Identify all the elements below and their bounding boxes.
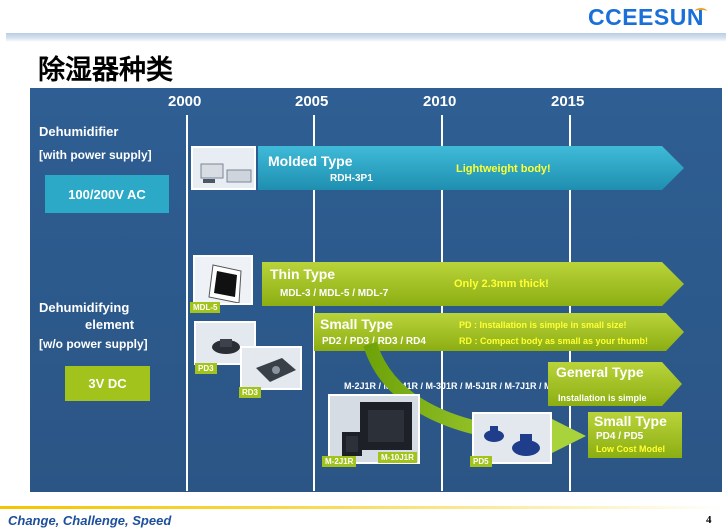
- pd5-element-icon: [474, 414, 550, 462]
- pd5-image: [472, 412, 552, 464]
- general-type-arrow: General Type Installation is simple: [548, 362, 682, 406]
- thin-arrow-shape: [262, 262, 684, 306]
- category-dehumidifier-sub: [with power supply]: [39, 148, 152, 162]
- dehumidifier-unit-icon: [193, 148, 254, 188]
- pd3-tag: PD3: [195, 363, 217, 374]
- header-rule: [6, 33, 726, 42]
- molded-arrow-shape: [258, 146, 684, 190]
- thin-type-models: MDL-3 / MDL-5 / MDL-7: [280, 288, 389, 299]
- year-2005: 2005: [295, 93, 329, 110]
- year-2000: 2000: [168, 93, 202, 110]
- year-2015: 2015: [551, 93, 585, 110]
- small-type-2-feature: Low Cost Model: [596, 444, 665, 454]
- m-2j1r-tag: M-2J1R: [322, 456, 357, 467]
- general-type-title: General Type: [556, 364, 644, 380]
- page-title: 除湿器种类: [38, 55, 173, 86]
- category-dehumidifier: Dehumidifier: [39, 124, 119, 139]
- rd3-tag: RD3: [239, 387, 262, 398]
- molded-type-models: RDH-3P1: [330, 173, 373, 184]
- power-ac-box: 100/200V AC: [45, 175, 169, 213]
- footer-rule: [0, 506, 726, 509]
- power-dc-box: 3V DC: [65, 366, 150, 401]
- small2-arrow-shape: [588, 412, 682, 458]
- mdl-5-image: [193, 255, 253, 305]
- small-type-feature-rd: RD : Compact body as small as your thumb…: [459, 336, 649, 346]
- rd3-image: [240, 346, 302, 390]
- thin-element-icon: [195, 257, 251, 303]
- year-2010: 2010: [423, 93, 457, 110]
- small-type-arrow: Small Type PD2 / PD3 / RD3 / RD4 PD : In…: [314, 313, 684, 351]
- small-type-2-title: Small Type: [594, 413, 667, 429]
- molded-type-arrow: Molded Type RDH-3P1 Lightweight body!: [258, 146, 684, 190]
- molded-type-title: Molded Type: [268, 153, 353, 169]
- general-arrow-shape: [548, 362, 682, 406]
- thin-type-feature: Only 2.3mm thick!: [454, 278, 549, 290]
- thin-type-title: Thin Type: [270, 266, 336, 282]
- category-element-sub: [w/o power supply]: [39, 337, 148, 351]
- year-line-2000: [186, 115, 188, 491]
- molded-type-feature: Lightweight body!: [456, 163, 551, 175]
- pd5-tag: PD5: [470, 456, 492, 467]
- logo-arc-icon: [695, 8, 707, 14]
- footer-slogan: Change, Challenge, Speed: [8, 513, 172, 528]
- logo-text: CCEESUN: [588, 4, 704, 30]
- general-type-models: M-2J1R / M-3M1R / M-3J1R / M-5J1R / M-7J…: [344, 381, 582, 391]
- m-series-image: [328, 394, 420, 464]
- m-series-element-icon: [330, 396, 418, 462]
- category-element: Dehumidifying: [39, 300, 130, 315]
- small-type-title: Small Type: [320, 316, 393, 332]
- molded-product-image: [191, 146, 256, 190]
- thin-type-arrow: Thin Type MDL-3 / MDL-5 / MDL-7 Only 2.3…: [262, 262, 684, 306]
- category-element-line2: element: [85, 317, 135, 332]
- m-10j1r-tag: M-10J1R: [378, 452, 417, 463]
- mdl-5-tag: MDL-5: [190, 302, 221, 313]
- small-type-2-arrow: Small Type PD4 / PD5 Low Cost Model: [588, 412, 682, 458]
- page-number: 4: [706, 514, 712, 526]
- rd3-element-icon: [242, 348, 300, 388]
- general-type-feature: Installation is simple: [558, 393, 647, 403]
- brand-logo: CCEESUN: [588, 4, 720, 32]
- small-type-2-models: PD4 / PD5: [596, 431, 644, 442]
- small-type-models: PD2 / PD3 / RD3 / RD4: [322, 336, 426, 347]
- small-type-feature-pd: PD : Installation is simple in small siz…: [459, 320, 627, 330]
- small-arrow-shape: [314, 313, 684, 351]
